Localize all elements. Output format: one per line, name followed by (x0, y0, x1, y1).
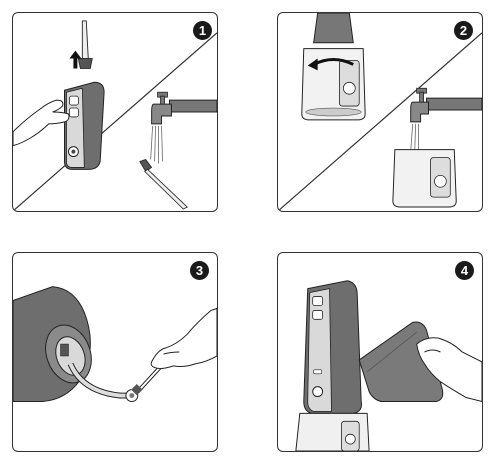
water-stream-icon (150, 125, 163, 164)
step-1-panel: 1 (12, 12, 218, 212)
diagonal-divider (278, 32, 482, 211)
hand-icon (13, 99, 70, 147)
nozzle-tip-icon (77, 20, 93, 69)
step-2-illustration (278, 13, 482, 211)
up-arrow-icon (69, 50, 82, 69)
step-4-panel: 4 (277, 252, 483, 452)
step-number-badge: 4 (455, 261, 474, 280)
step-1-illustration (13, 20, 217, 211)
faucet-icon (151, 91, 217, 125)
rotate-arrow-icon (307, 58, 354, 71)
water-stream-icon (410, 123, 420, 154)
water-tank-icon (301, 48, 366, 121)
step-3-illustration (13, 286, 217, 402)
diagonal-divider (13, 32, 217, 211)
step-3-panel: 3 (12, 252, 218, 452)
flosser-device-icon (295, 280, 370, 451)
step-2-panel: 2 (277, 12, 483, 212)
flosser-base-icon (13, 286, 92, 402)
step-number-badge: 2 (454, 21, 473, 40)
tip-nozzle-icon (139, 159, 188, 210)
hand-icon (150, 307, 217, 369)
step-4-illustration (295, 280, 482, 451)
step-number-badge: 1 (193, 21, 212, 40)
flosser-device-icon (64, 81, 105, 170)
water-tank-icon (392, 149, 457, 208)
step-number-badge: 3 (190, 261, 209, 280)
faucet-icon (410, 87, 482, 123)
device-top-icon (313, 13, 354, 44)
hand-icon (416, 337, 482, 403)
